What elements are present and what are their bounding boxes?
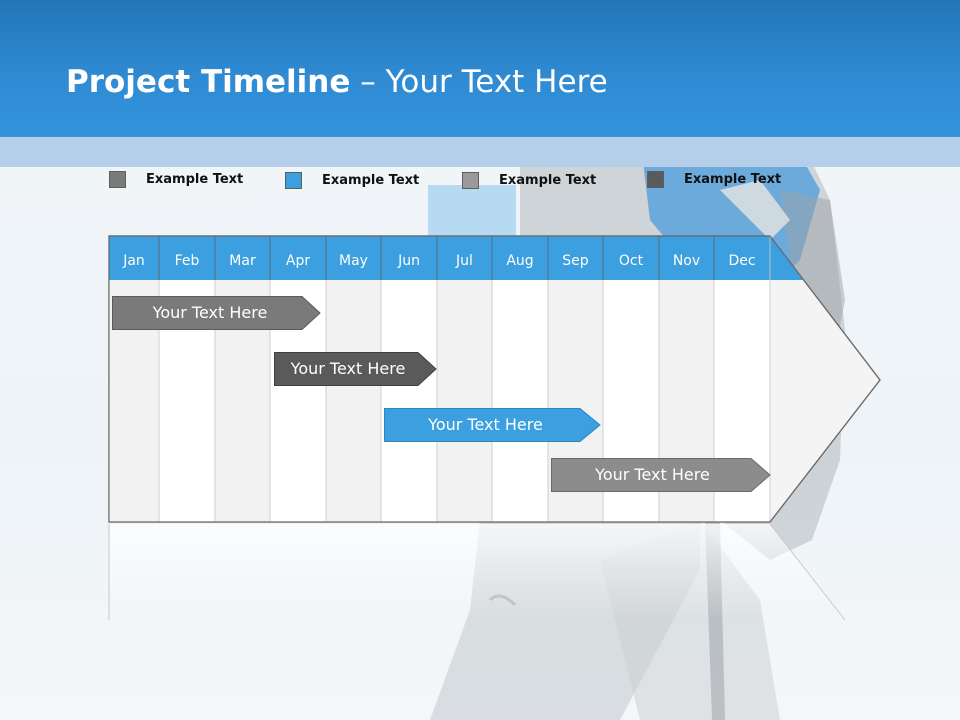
month-label: Jul: [455, 253, 473, 269]
reflection-line: [769, 523, 846, 621]
task-bar: Your Text Here: [551, 458, 771, 492]
legend-label: Example Text: [322, 173, 420, 188]
month-label: Sep: [562, 253, 589, 269]
task-bar-label: Your Text Here: [595, 465, 710, 484]
timeline-outline: [108, 235, 881, 523]
task-bar-shape: [384, 408, 601, 442]
legend-swatch: [647, 171, 664, 188]
month-band: [109, 236, 804, 280]
legend-swatch: [285, 172, 302, 189]
task-bar-shape: [274, 352, 437, 386]
month-column: [381, 280, 437, 522]
task-bar: Your Text Here: [112, 296, 321, 330]
header-strip: [0, 137, 960, 167]
month-label: Dec: [728, 253, 755, 269]
task-bar: Your Text Here: [384, 408, 601, 442]
legend-label: Example Text: [499, 173, 597, 188]
month-label: May: [339, 253, 368, 269]
month-column: [492, 280, 548, 522]
month-label: Nov: [673, 253, 700, 269]
task-bar-label: Your Text Here: [290, 359, 406, 378]
month-label: Mar: [229, 253, 256, 269]
month-label: Apr: [286, 253, 310, 269]
legend-label: Example Text: [146, 172, 244, 187]
page-title: Project Timeline – Your Text Here: [66, 58, 608, 106]
legend-label: Example Text: [684, 172, 782, 187]
month-column: [326, 280, 381, 522]
month-label: Oct: [619, 253, 644, 269]
header-banner: [0, 0, 960, 137]
month-label: Jun: [397, 253, 420, 269]
task-bar-shape: [112, 296, 321, 330]
task-bar: Your Text Here: [274, 352, 437, 386]
legend-swatch: [109, 171, 126, 188]
month-label: Aug: [506, 253, 533, 269]
task-bar-label: Your Text Here: [152, 303, 268, 322]
title-bold: Project Timeline: [66, 64, 351, 100]
month-column: [437, 280, 492, 522]
month-label: Jan: [122, 253, 145, 269]
timeline-reflection: [109, 524, 845, 620]
task-bar-label: Your Text Here: [428, 415, 543, 434]
title-light: – Your Text Here: [350, 64, 608, 100]
task-bar-shape: [551, 458, 771, 492]
legend-swatch: [462, 172, 479, 189]
month-label: Feb: [175, 253, 200, 269]
